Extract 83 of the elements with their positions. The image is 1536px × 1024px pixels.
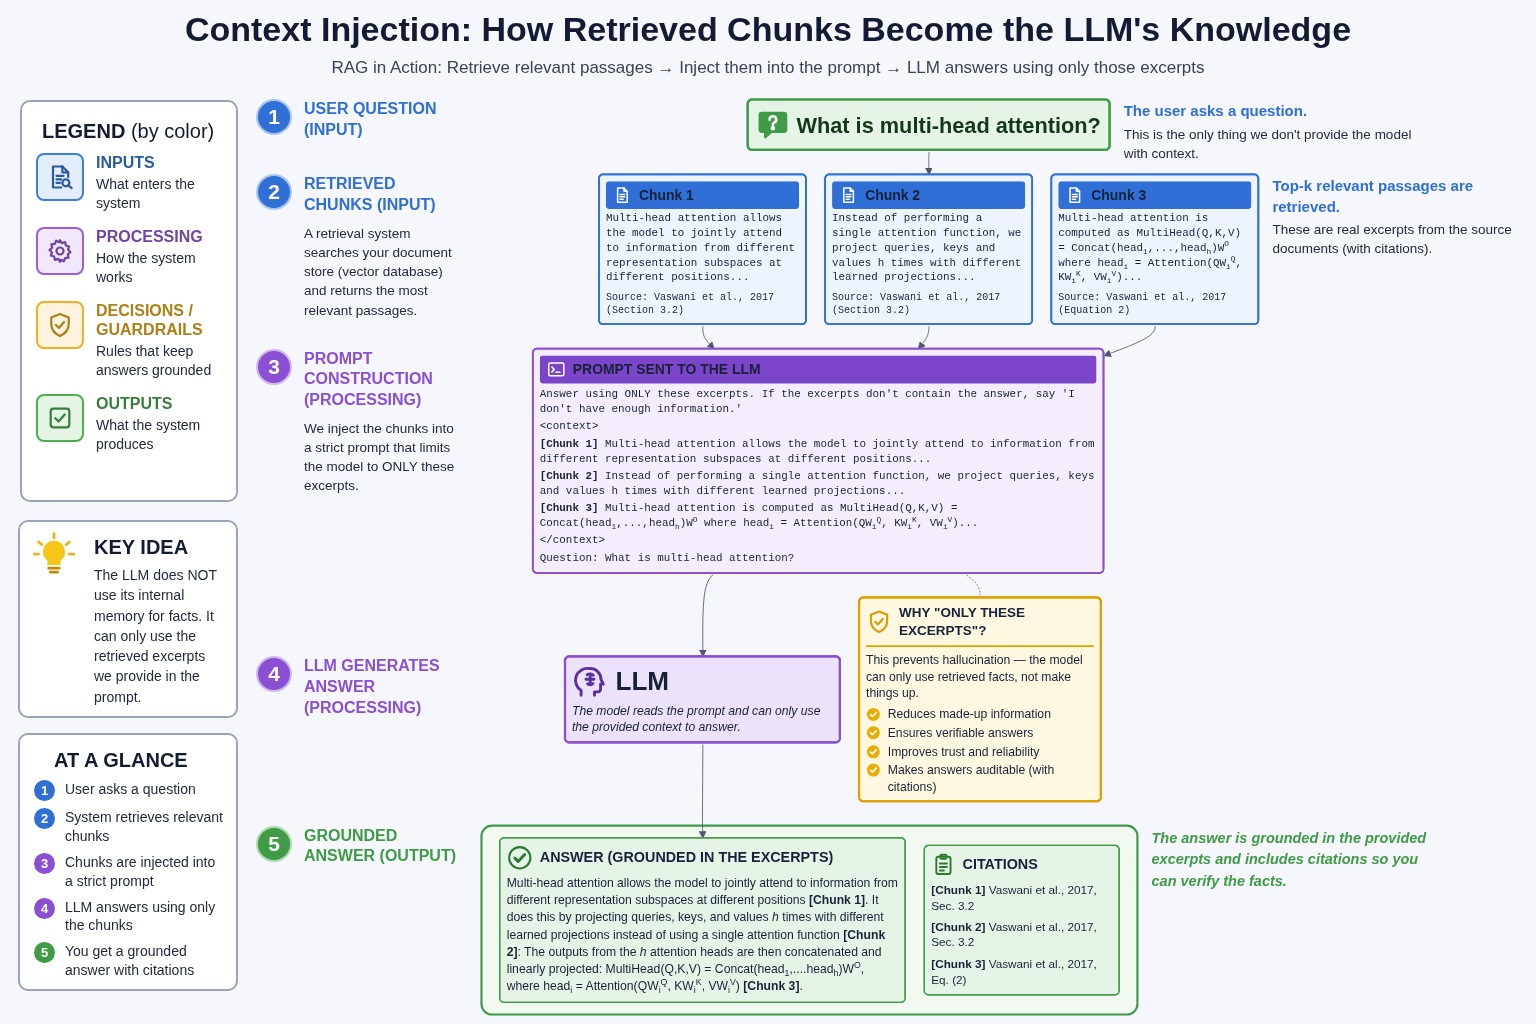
step-description: A retrieval system searches your document store (vector database) and returns the most relevant passages. [304, 224, 453, 320]
step-number: 5 [34, 942, 55, 964]
excerpt-text: Answer using ONLY these excerpts. If the excerpts don't contain the answer, say 'I don't have enough information.' [539, 387, 1076, 418]
step-summary: LLM answers using only the chunks [65, 897, 217, 936]
step-heading: LLM GENERATES ANSWER (PROCESSING) [304, 656, 441, 718]
note-text: The LLM does NOT use its internal memory for facts. It can only use the retrieved excerpts we provide in the prompt. [94, 566, 218, 707]
question-box [746, 98, 1111, 152]
callout-title: WHY "ONLY THESE EXCERPTS"? [899, 604, 1027, 640]
citations-panel [923, 844, 1120, 996]
step-summary: Chunks are injected into a strict prompt [65, 852, 217, 891]
legend-label: INPUTS [96, 153, 155, 173]
step-heading: PROMPT CONSTRUCTION (PROCESSING) [304, 348, 434, 411]
step-description: We inject the chunks into a strict prompt that limits the model to ONLY these excerpts. [304, 419, 456, 496]
citation-entry: [Chunk 2] Vaswani et al., 2017, Sec. 3.2 [931, 919, 1098, 951]
dashed-connector [966, 574, 981, 596]
callout-box [858, 596, 1103, 803]
legend-heading: LEGEND (by color) [42, 120, 215, 143]
step-number: 4 [256, 656, 292, 693]
chunk-card [1050, 173, 1260, 326]
step-number: 1 [34, 780, 55, 801]
excerpt-text: [Chunk 3] Multi-head attention is computed as MultiHead(Q,K,V) = Concat(head$_{1}$,...,head$_{h}$)W$^{O}$ where head$_{i}$ = Attention(QW$_{i}$$^{Q}$, KW$_{i}$$^{K}$, VW$_{i}$$^{V}$)... [539, 501, 980, 532]
source-citation: Source: Vaswani et al., 2017 (Section 3.2) [605, 290, 776, 318]
source-citation: Source: Vaswani et al., 2017 (Equation 2) [1058, 290, 1228, 318]
chunk-title: Chunk 3 [1091, 186, 1148, 205]
annotation-text: This is the only thing we don't provide the model with context. [1123, 125, 1413, 163]
annotation-heading: The user asks a question. [1123, 101, 1308, 122]
step-number: 3 [256, 348, 292, 385]
prompt-title: PROMPT SENT TO THE LLM [572, 361, 762, 379]
legend-description: What enters the system [96, 175, 196, 213]
step-summary: System retrieves relevant chunks [65, 808, 224, 846]
chunk-card [824, 173, 1034, 326]
prompt-panel [532, 347, 1105, 574]
legend-description: What the system produces [96, 416, 202, 455]
citation-entry: [Chunk 1] Vaswani et al., 2017, Sec. 3.2 [931, 882, 1098, 914]
checklist-item: Reduces made-up information [887, 706, 1052, 723]
excerpt-text: <context> [539, 419, 600, 435]
chunk-title: Chunk 2 [865, 186, 922, 205]
legend-label: DECISIONS / GUARDRAILS [96, 300, 204, 340]
step-number: 5 [256, 825, 292, 862]
checklist-item: Ensures verifiable answers [887, 724, 1035, 741]
title: Context Injection: How Retrieved Chunks Become the LLM's Knowledge [184, 10, 1352, 49]
step-heading: USER QUESTION (INPUT) [304, 99, 438, 141]
step-summary: User asks a question [65, 780, 196, 799]
panel-heading: AT A GLANCE [54, 749, 188, 772]
legend-description: How the system works [96, 249, 197, 287]
excerpt-text: [Chunk 1] Multi-head attention allows the model to jointly attend to information from different representation subspaces at different positions... [539, 437, 1096, 467]
citation-entry: [Chunk 3] Vaswani et al., 2017, Eq. (2) [931, 956, 1098, 988]
excerpt-text: Multi-head attention allows the model to jointly attend to information from different representation subspaces at different positions... [605, 211, 797, 286]
checklist-item: Makes answers auditable (with citations) [887, 762, 1056, 795]
chunk-title: Chunk 1 [639, 186, 695, 205]
answer-title: ANSWER (GROUNDED IN THE EXCERPTS) [539, 848, 835, 867]
callout-text: This prevents hallucination — the model can only use retrieved facts, not make things up. [866, 652, 1084, 702]
annotation-text: The answer is grounded in the provided excerpts and includes citations so you can verify the facts. [1151, 828, 1428, 892]
step-heading: GROUNDED ANSWER (OUTPUT) [304, 825, 457, 867]
answer-panel [499, 837, 906, 1003]
step-number: 1 [256, 99, 292, 136]
excerpt-text: Instead of performing a single attention function, we project queries, keys and values h times with different learned projections... [832, 211, 1023, 286]
excerpt-text: </context> [539, 533, 607, 549]
excerpt-text: Question: What is multi-head attention? [539, 551, 796, 567]
annotation-heading: Top-k relevant passages are retrieved. [1272, 176, 1475, 217]
answer-text: Multi-head attention allows the model to jointly attend to information from different representation subspaces at different positions [Chunk 1]. It does this by projecting queries, keys, and values h times with different learned projections instead of using a single attention function [Chunk 2]: The outputs from the h attention heads are then concatenated and linearly projected: MultiHead(Q,K,V) = Concat(head$_{1}$,....head$_{h}$)W$^{O}$, where head$_{i}$ = Attention(QW$_{i}$$^{Q}$, KW$_{i}$$^{K}$, VW$_{i}$$^{V}$) [Chunk 3]. [506, 874, 899, 996]
subtitle: RAG in Action: Retrieve relevant passages → Inject them into the prompt → LLM answers using only those excerpts [331, 58, 1205, 78]
step-summary: You get a grounded answer with citations [65, 942, 196, 981]
step-number: 2 [256, 174, 292, 211]
panel-heading: KEY IDEA [94, 536, 189, 559]
checklist-item: Improves trust and reliability [887, 743, 1041, 760]
step-heading: RETRIEVED CHUNKS (INPUT) [304, 174, 437, 216]
model-box [564, 655, 842, 744]
source-citation: Source: Vaswani et al., 2017 (Section 3.2) [832, 290, 1002, 318]
step-number: 3 [34, 852, 55, 874]
excerpt-text: [Chunk 2] Instead of performing a single attention function, we project queries, keys and values h times with different learned projections... [539, 469, 1096, 500]
step-number: 2 [34, 808, 55, 829]
question-text: What is multi-head attention? [796, 111, 1101, 139]
step-number: 4 [34, 897, 55, 919]
excerpt-text: Multi-head attention is computed as MultiHead(Q,K,V) = Concat(head$_{1}$,...,head$_{h}$)W$^{O}$ where head$_{i}$ = Attention(QW$_{i}$$^{Q}$, KW$_{i}$$^{K}$, VW$_{i}$$^{V}$)... [1058, 211, 1244, 286]
model-description: The model reads the prompt and can only use the provided context to answer. [572, 703, 822, 736]
legend-description: Rules that keep answers grounded [96, 342, 213, 381]
model-name: LLM [615, 665, 671, 698]
citations-title: CITATIONS [962, 854, 1039, 874]
annotation-text: These are real excerpts from the source documents (with citations). [1272, 220, 1513, 258]
legend-label: PROCESSING [96, 226, 203, 247]
chunk-card [598, 173, 807, 326]
legend-label: OUTPUTS [96, 394, 173, 414]
